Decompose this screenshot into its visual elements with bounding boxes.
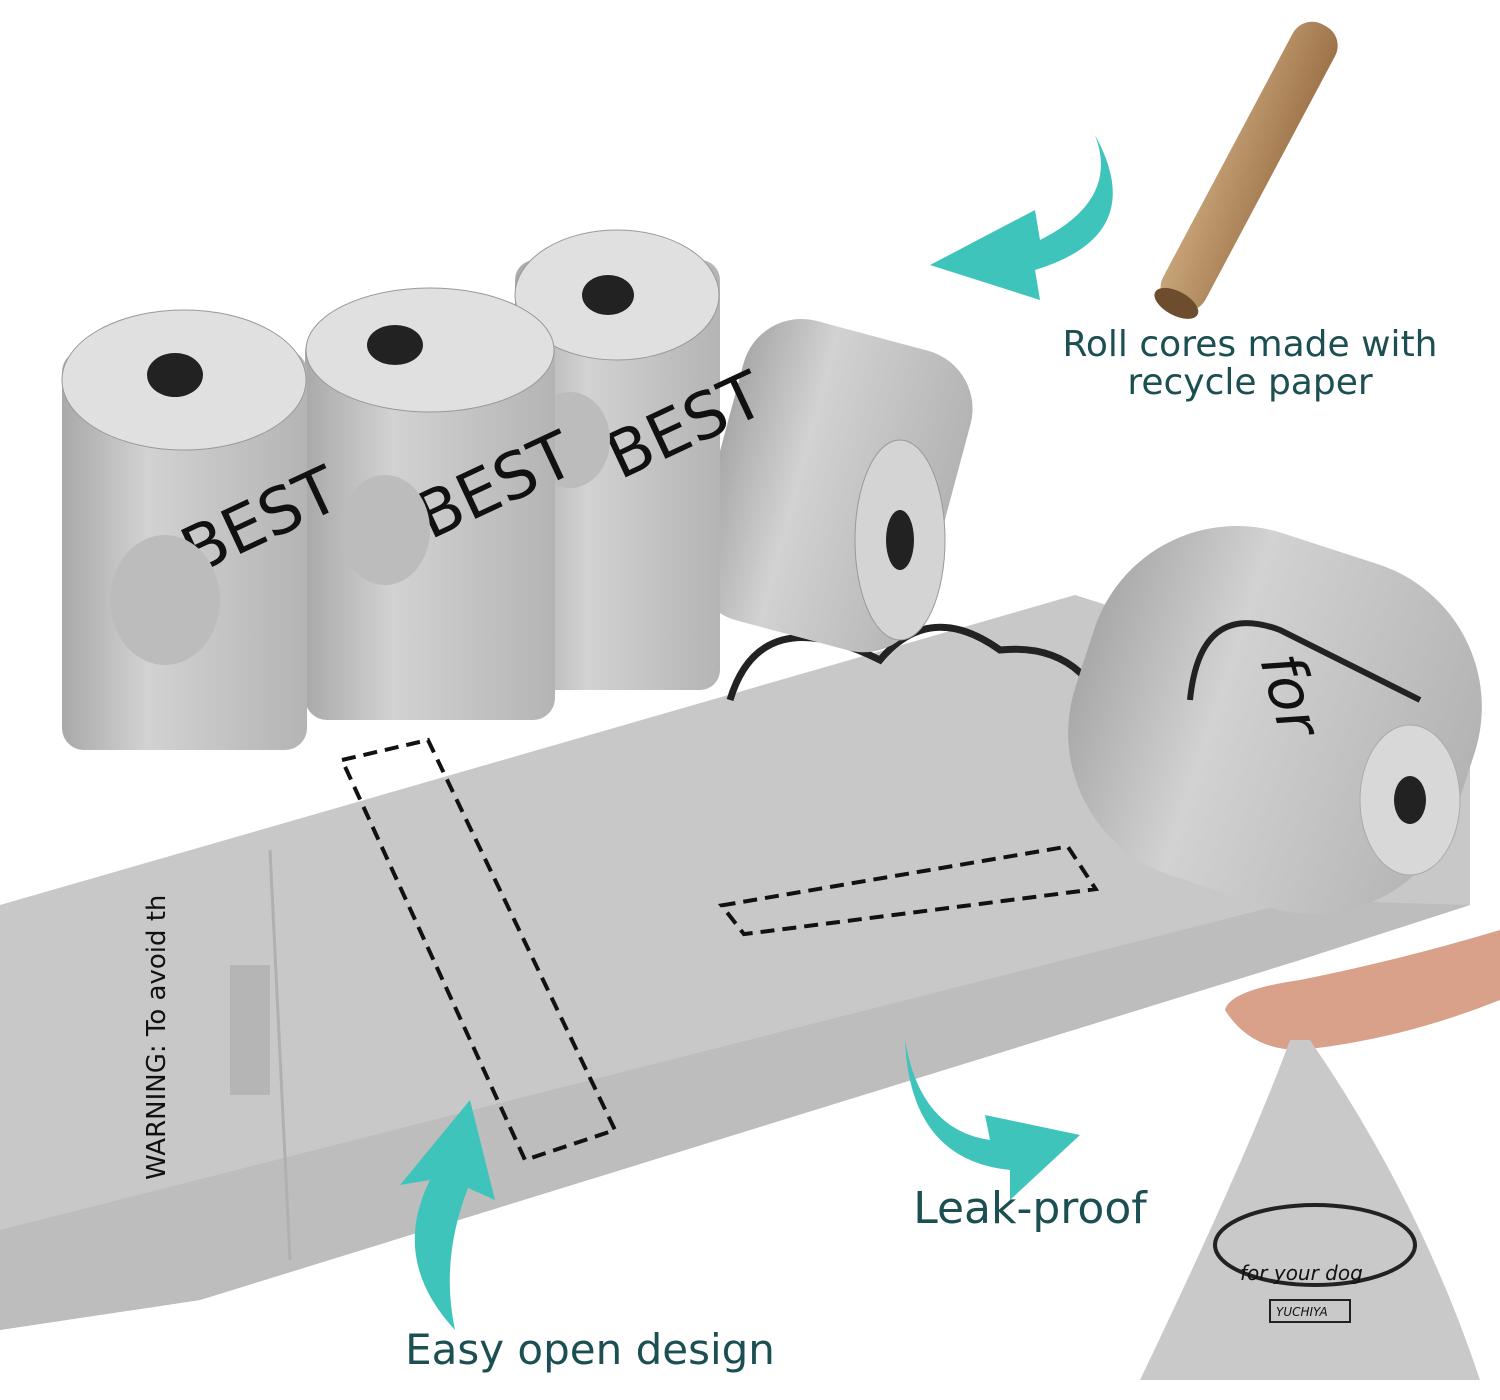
bag-brand: YUCHIYA — [1276, 1305, 1328, 1319]
roll-2: BEST — [305, 287, 586, 720]
paw-print-icon — [340, 475, 430, 585]
curved-arrow-icon — [400, 1100, 495, 1330]
roll-4 — [692, 319, 973, 653]
paw-print-icon — [110, 535, 220, 665]
roll-cores-caption: Roll cores made with recycle paper — [1020, 326, 1480, 402]
big-roll: for — [1068, 526, 1482, 914]
roll-cores-line2: recycle paper — [1127, 361, 1373, 403]
paper-roll-core — [1154, 21, 1338, 319]
easy-open-caption: Easy open design — [405, 1325, 775, 1374]
leak-proof-caption: Leak-proof — [913, 1183, 1147, 1234]
bag-text: for your dog — [1240, 1261, 1363, 1285]
strip-warning-text: WARNING: To avoid th — [142, 895, 172, 1180]
filled-bag — [1140, 1040, 1480, 1380]
roll-cores-line1: Roll cores made with — [1062, 324, 1438, 365]
hand-holding-bag: for your dog YUCHIYA — [1140, 930, 1500, 1380]
roll-1: BEST — [61, 309, 351, 750]
curved-arrow-icon — [930, 135, 1113, 300]
leak-proof-highlight — [717, 844, 1100, 937]
curved-arrow-icon — [905, 1040, 1080, 1200]
